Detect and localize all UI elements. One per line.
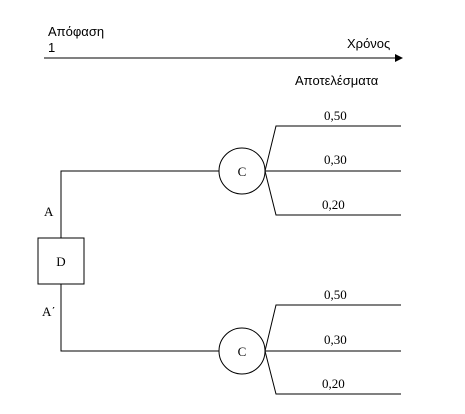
stage-number-label: 1: [48, 40, 55, 55]
top-outcome-branch-3: [264, 170, 401, 216]
bottom-probability-1: 0,50: [324, 287, 347, 302]
top-probability-3: 0,20: [322, 197, 345, 212]
outcomes-label: Αποτελέσματα: [295, 73, 379, 88]
branch-a-line: [60, 170, 219, 238]
branch-a-label: A: [44, 204, 54, 219]
branch-a-prime-line: [60, 284, 219, 352]
decision-node-label: D: [56, 254, 65, 269]
decision-label: Απόφαση: [48, 24, 104, 39]
time-label: Χρόνος: [347, 36, 390, 51]
chance-node-top-label: C: [238, 164, 247, 179]
chance-node-bottom-label: C: [238, 344, 247, 359]
top-outcome-branch-1: [264, 125, 401, 172]
top-probability-1: 0,50: [324, 108, 347, 123]
bottom-outcome-branch-1: [264, 304, 401, 352]
bottom-probability-3: 0,20: [322, 376, 345, 391]
bottom-probability-2: 0,30: [324, 332, 347, 347]
bottom-outcome-branch-3: [264, 350, 401, 395]
branch-a-prime-label: A΄: [42, 304, 56, 319]
top-probability-2: 0,30: [324, 152, 347, 167]
